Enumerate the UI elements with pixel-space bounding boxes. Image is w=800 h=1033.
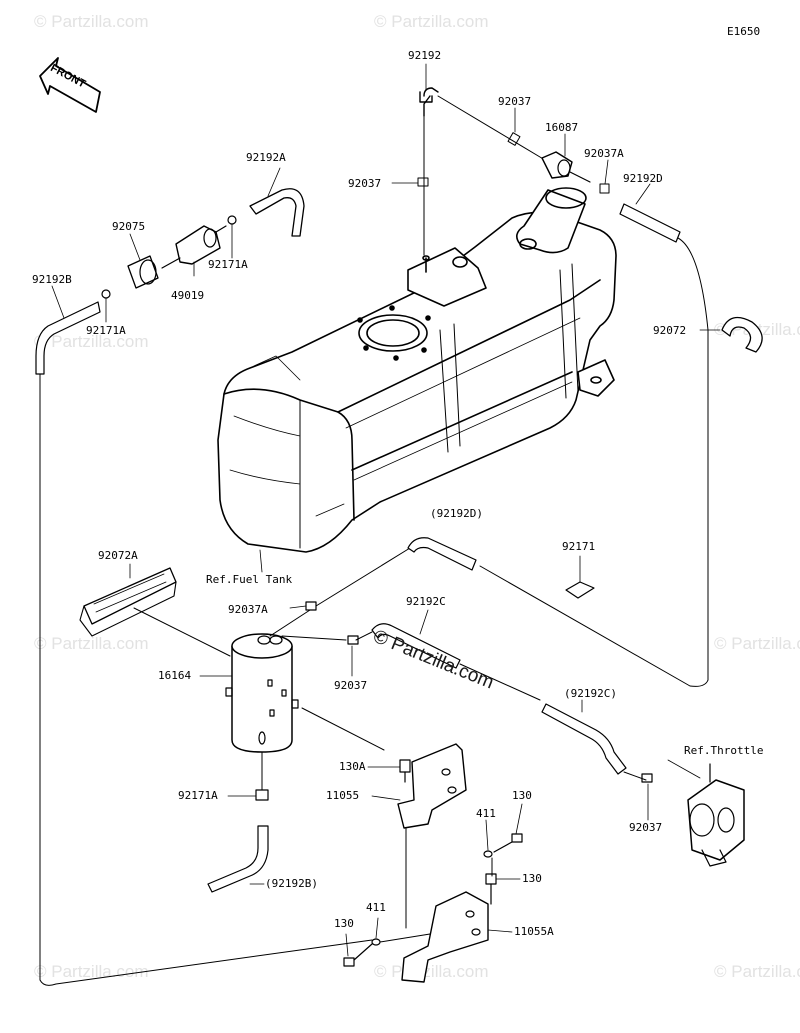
diagram-code: E1650 [727, 25, 761, 38]
ref-fuel-tank[interactable]: Ref.Fuel Tank [206, 573, 293, 586]
hose-92192B [35, 301, 101, 375]
part-label-92037A[interactable]: 92037A [584, 147, 624, 160]
bolt-130 [343, 943, 373, 967]
part-label-92192A[interactable]: 92192A [246, 151, 286, 164]
part-label-92192B-paren[interactable]: (92192B) [265, 877, 318, 890]
front-arrow-icon [39, 57, 101, 113]
part-label-92037[interactable]: 92037 [348, 177, 382, 190]
part-label-92072[interactable]: 92072 [653, 324, 687, 337]
watermark: © Partzilla.com [714, 634, 800, 653]
clamp-92037A [305, 601, 317, 611]
clamp-92037 [641, 773, 653, 783]
throttle-body [687, 763, 745, 867]
clamp-92037 [417, 177, 429, 187]
clamp-92171A [255, 789, 269, 801]
watermark: © Partzilla.com [34, 962, 149, 981]
band-92072A [79, 567, 177, 637]
holder-92075 [127, 255, 159, 289]
part-label-11055[interactable]: 11055 [326, 789, 360, 802]
part-label-92192[interactable]: 92192 [408, 49, 442, 62]
part-label-92037A[interactable]: 92037A [228, 603, 268, 616]
hose-92192C [371, 623, 461, 669]
fuel-tank-shape [217, 187, 617, 553]
washer-411 [371, 938, 381, 946]
watermark: © Partzilla.com [34, 12, 149, 31]
part-label-16087[interactable]: 16087 [545, 121, 579, 134]
part-label-49019[interactable]: 49019 [171, 289, 205, 302]
part-label-92171[interactable]: 92171 [562, 540, 596, 553]
part-label-92037[interactable]: 92037 [629, 821, 663, 834]
band-92072 [721, 316, 763, 353]
part-label-130[interactable]: 130 [512, 789, 532, 802]
watermark: © Partzilla.com [34, 634, 149, 653]
hose-92192C-paren [541, 703, 627, 775]
part-label-16164[interactable]: 16164 [158, 669, 192, 682]
bolt-130 [493, 833, 523, 853]
part-label-92037[interactable]: 92037 [334, 679, 368, 692]
clamp-92037 [347, 635, 359, 645]
part-label-11055A[interactable]: 11055A [514, 925, 554, 938]
clamp-92171A [227, 215, 237, 225]
hose-92192A [249, 188, 305, 237]
bolt-130 [485, 873, 497, 905]
watermark: © Partzilla.com [714, 962, 800, 981]
part-label-411[interactable]: 411 [366, 901, 386, 914]
part-label-92192C[interactable]: 92192C [406, 595, 446, 608]
clamp-92171A [101, 289, 111, 299]
part-label-130[interactable]: 130 [334, 917, 354, 930]
canister-16164 [225, 633, 299, 753]
hose-92192B [207, 825, 269, 893]
washer-411 [483, 850, 493, 858]
part-label-92192D-paren[interactable]: (92192D) [430, 507, 483, 520]
part-label-92192C-paren[interactable]: (92192C) [564, 687, 617, 700]
fuel-filter-49019 [161, 225, 227, 269]
bracket-11055 [397, 743, 467, 829]
filter-16087 [541, 151, 591, 183]
hose-92192 [419, 87, 439, 117]
hose-92192D [407, 537, 477, 571]
watermark: © Partzilla.com [34, 332, 149, 351]
part-label-92072A[interactable]: 92072A [98, 549, 138, 562]
bracket-11055A [401, 891, 489, 983]
bolt-130A [399, 759, 411, 783]
watermark: © Partzilla.com [374, 12, 489, 31]
part-label-92075[interactable]: 92075 [112, 220, 146, 233]
part-label-411[interactable]: 411 [476, 807, 496, 820]
part-label-130[interactable]: 130 [522, 872, 542, 885]
clamp-92171 [565, 581, 595, 599]
clamp-92037A [599, 183, 610, 194]
part-label-92171A[interactable]: 92171A [178, 789, 218, 802]
part-label-92171A[interactable]: 92171A [208, 258, 248, 271]
part-label-92171A[interactable]: 92171A [86, 324, 126, 337]
ref-throttle[interactable]: Ref.Throttle [684, 744, 764, 757]
part-label-92192D[interactable]: 92192D [623, 172, 663, 185]
part-label-130A[interactable]: 130A [339, 760, 366, 773]
part-label-92037[interactable]: 92037 [498, 95, 532, 108]
clamp-92037 [507, 132, 521, 146]
part-label-92192B[interactable]: 92192B [32, 273, 72, 286]
